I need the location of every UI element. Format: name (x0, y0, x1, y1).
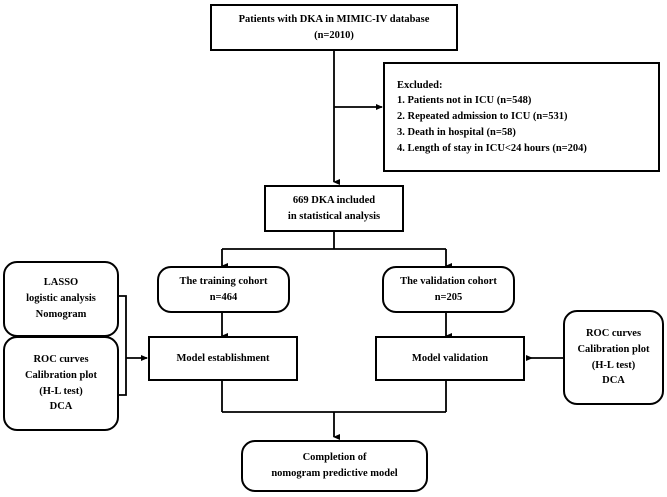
methods-eval-left-line-1: ROC curves (33, 354, 89, 365)
node-model-validation: Model validation (375, 336, 525, 381)
node-training-cohort: The training cohort n=464 (157, 266, 290, 313)
methods-lasso-line-2: logistic analysis (26, 293, 96, 305)
completion-line-2: nomogram predictive model (271, 468, 398, 479)
node-methods-lasso: LASSO logistic analysis Nomogram (3, 261, 119, 337)
excluded-heading: Excluded: (397, 79, 443, 91)
validation-cohort-line-2: n=205 (434, 291, 463, 303)
excluded-item-4: 4. Length of stay in ICU<24 hours (n=204… (397, 142, 587, 154)
source-cohort-line-2: (n=2010) (314, 29, 354, 41)
node-completion: Completion of nomogram predictive model (241, 440, 428, 492)
methods-eval-right-line-2: Calibration plot (577, 343, 650, 355)
edge-methods-bracket-left (116, 295, 127, 396)
methods-eval-right-line-4: DCA (602, 375, 625, 387)
methods-eval-left-line-4: DCA (49, 401, 73, 413)
node-methods-eval-right: ROC curves Calibration plot (H-L test) D… (563, 310, 664, 405)
node-source-cohort: Patients with DKA in MIMIC-IV database (… (210, 4, 458, 51)
methods-lasso-line-1: LASSO (43, 277, 79, 289)
validation-cohort-line-1: The validation cohort (400, 275, 497, 287)
completion-line-1: Completion of (302, 452, 367, 464)
model-validation-label: Model validation (411, 352, 489, 364)
node-model-establishment: Model establishment (148, 336, 298, 381)
methods-eval-right-line-3: (H-L test) (591, 359, 636, 371)
node-excluded: Excluded: 1. Patients not in ICU (n=548)… (383, 62, 660, 172)
node-included: 669 DKA included in statistical analysis (264, 185, 404, 232)
methods-eval-left-line-2: Calibration plot (24, 369, 98, 381)
model-establishment-label: Model establishment (176, 352, 270, 364)
excluded-item-1: 1. Patients not in ICU (n=548) (397, 95, 532, 107)
methods-eval-left-line-3: (H-L test) (39, 385, 83, 397)
included-line-2: in statistical analysis (287, 210, 381, 222)
source-cohort-line-1: Patients with DKA in MIMIC-IV database (238, 13, 430, 25)
methods-eval-right-line-1: ROC curves (585, 328, 642, 339)
node-validation-cohort: The validation cohort n=205 (382, 266, 515, 313)
training-cohort-line-1: The training cohort (179, 275, 268, 287)
node-methods-eval-left: ROC curves Calibration plot (H-L test) D… (3, 336, 119, 431)
excluded-item-2: 2. Repeated admission to ICU (n=531) (397, 111, 568, 123)
methods-lasso-line-3: Nomogram (35, 308, 87, 320)
training-cohort-line-2: n=464 (209, 291, 238, 303)
included-line-1: 669 DKA included (292, 194, 376, 206)
excluded-item-3: 3. Death in hospital (n=58) (397, 126, 516, 138)
